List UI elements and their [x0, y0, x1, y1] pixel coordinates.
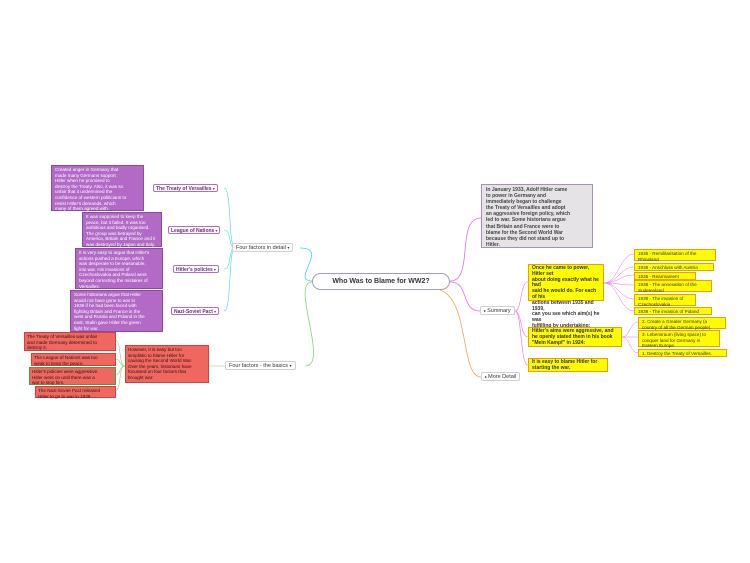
hitlers-policies-label[interactable]: Hitler's policies ▾	[173, 265, 219, 273]
collapse-caret-icon[interactable]: ▾	[287, 245, 290, 250]
aim-destroy-treaty: 1. Destroy the Treaty of Versailles.	[638, 349, 727, 357]
basics-item-treaty: The Treaty of Versailles was unfair and …	[24, 332, 116, 351]
collapse-caret-icon[interactable]: ▸	[484, 308, 488, 313]
action-rearmament: 1935 - Rearmament	[634, 272, 696, 280]
treaty-detail-text: Created anger in Germany that made many …	[51, 165, 144, 211]
branch-more-detail[interactable]: ▸ More Detail	[481, 372, 521, 381]
label-text: The Treaty of Versailles	[156, 186, 212, 192]
aim-lebensraum: 3. Lebensraum (living space) to conquer …	[638, 330, 720, 348]
branch-label: Summary	[487, 308, 511, 314]
undertakings-question: Once he came to power, Hitler set about …	[528, 264, 604, 329]
collapse-caret-icon[interactable]: ▾	[211, 186, 215, 191]
easy-to-blame: It is easy to blame Hitler for starting …	[528, 358, 608, 372]
branch-summary[interactable]: ▸ Summary	[480, 306, 515, 315]
hitler-policies-detail-text: It is very easy to argue that Hitler's a…	[75, 248, 163, 289]
basics-main-text: However, it is easy but too simplistic t…	[125, 345, 209, 383]
action-czechoslovakia: 1939 - The invasion of Czechoslovakia	[634, 294, 696, 307]
intro-text: In January 1933, Adolf Hitler came to po…	[481, 184, 593, 248]
collapse-caret-icon[interactable]: ▾	[212, 267, 216, 272]
branch-label: Four factors - the basics	[229, 363, 288, 369]
collapse-caret-icon[interactable]: ▾	[212, 309, 217, 314]
branch-four-factors-detail[interactable]: Four factors in detail ▾	[232, 243, 294, 252]
action-anschluss: 1938 - Anschluss with Austria	[634, 263, 714, 271]
collapse-caret-icon[interactable]: ▾	[214, 228, 218, 233]
league-of-nations-label[interactable]: League of Nations ▾	[168, 226, 221, 234]
label-text: Nazi-Soviet Pact	[174, 309, 213, 315]
basics-item-hitler: Hitler's policies were aggressive. Hitle…	[29, 367, 116, 385]
label-text: League of Nations	[171, 228, 215, 234]
central-topic[interactable]: Who Was to Blame for WW2?	[312, 273, 450, 290]
basics-item-league: The League of Nations was too weak to ke…	[31, 353, 116, 366]
branch-label: More Detail	[488, 374, 517, 380]
nazi-soviet-detail-text: Some historians argue that Hitler would …	[70, 290, 163, 332]
branch-label: Four factors in detail	[236, 245, 286, 251]
aim-greater-germany: 2. Create a Greater Germany (a country o…	[638, 317, 726, 330]
action-sudetenland: 1938 - The annexation of the Sudetenland	[634, 280, 712, 293]
treaty-of-versailles-label[interactable]: The Treaty of Versailles ▾	[153, 184, 218, 192]
nazi-soviet-pact-label[interactable]: Nazi-Soviet Pact ▾	[171, 307, 220, 315]
branch-four-factors-basics[interactable]: Four factors - the basics ▾	[225, 361, 296, 370]
league-detail-text: It was supposed to keep the peace, but i…	[82, 212, 162, 247]
basics-item-nazi-soviet: The Nazi-Soviet Pact released Hitler to …	[35, 386, 116, 399]
label-text: Hitler's policies	[176, 267, 213, 273]
collapse-caret-icon[interactable]: ▸	[485, 374, 489, 379]
aims-intro: Hitler's aims were aggressive, and he op…	[528, 327, 622, 347]
action-rhineland: 1936 - Remilitarisation of the Rhineland	[634, 249, 716, 262]
collapse-caret-icon[interactable]: ▾	[289, 363, 292, 368]
action-poland: 1939 - The invasion of Poland	[634, 307, 712, 315]
